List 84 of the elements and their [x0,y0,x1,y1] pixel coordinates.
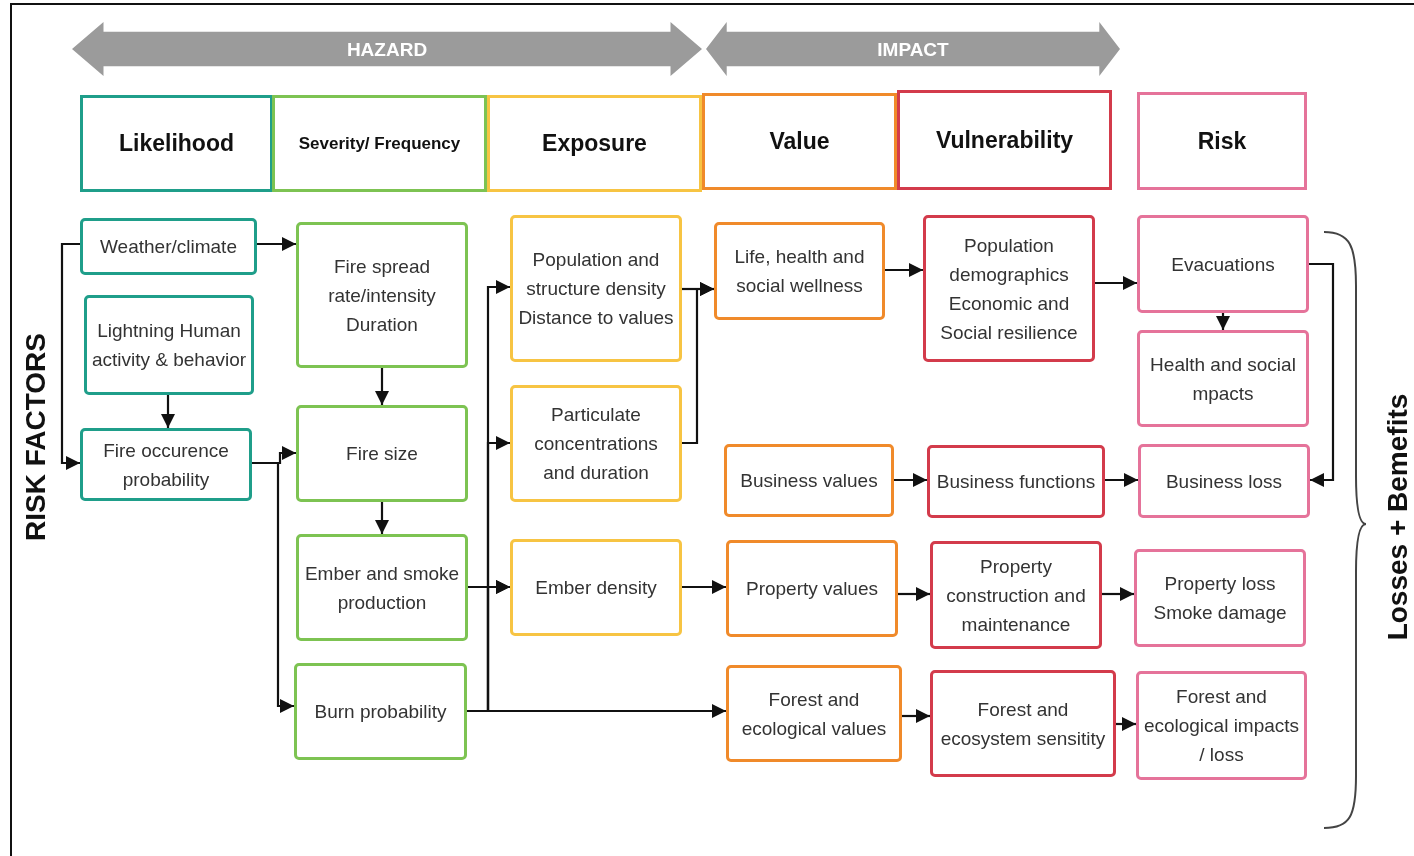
arrow [894,473,927,487]
header-label: Value [768,127,831,156]
box-label: Ember density [534,576,658,600]
process-box [510,215,682,362]
box-label: Population and structure density Distance to values [517,248,675,330]
arrow [682,282,714,445]
box-label: Population demographics Economic and Social resilience [939,233,1079,345]
process-box [930,541,1102,649]
box-label: Business values [739,469,879,493]
box-label: Fire size [345,442,419,466]
process-box [1137,330,1309,427]
column-header [487,95,702,192]
box-label: Particulate concentrations and duration [533,403,659,485]
section-banner [706,22,1120,76]
box-label: Burn probability [313,700,448,724]
box-label: Evacuations [1170,252,1276,277]
process-box [1138,444,1310,518]
column-header [897,90,1112,190]
box-label: Life, health and social wellness [733,245,866,298]
header-label: Risk [1196,126,1248,156]
process-box [714,222,885,320]
column-header [80,95,273,192]
arrow [885,263,923,277]
arrow [682,580,726,594]
process-box [296,405,468,502]
header-label: Exposure [541,129,648,158]
process-box [294,663,467,760]
process-box [296,222,468,368]
section-banner [72,22,702,76]
arrow [161,395,175,428]
process-box [930,670,1116,777]
box-label: Lightning Human activity & behavior [90,319,248,372]
arrow [902,709,930,723]
process-box [296,534,468,641]
column-header [702,93,897,190]
side-label: RISK FACTORS [20,333,52,541]
arrow [468,580,510,594]
process-box [510,385,682,502]
arrow [1095,276,1137,290]
process-box [726,540,898,637]
box-label: Health and social mpacts [1149,352,1297,406]
box-label: Forest and ecological impacts / loss [1142,685,1301,767]
arrow [1216,313,1230,330]
arrow [1309,262,1335,487]
arrow [252,461,294,713]
process-box [1134,549,1306,647]
arrow [257,237,296,251]
box-label: Fire spread rate/intensity Duration [327,254,437,337]
process-box [80,218,257,275]
box-label: Fire occurence probability [102,438,230,492]
process-box [1137,215,1309,313]
process-box [726,665,902,762]
header-label: Likelihood [118,129,235,158]
process-box [1136,671,1307,780]
process-box [923,215,1095,362]
arrow [375,502,389,534]
process-box [80,428,252,501]
arrow [1105,473,1138,487]
box-label: Property construction and maintenance [945,554,1087,637]
arrow [1102,587,1134,601]
header-label: Severity/ Frequency [297,133,462,155]
arrow [898,587,930,601]
section-title: IMPACT [876,37,950,62]
box-label: Property values [745,577,879,601]
arrow [375,368,389,405]
section-title: HAZARD [345,37,429,62]
header-label: Vulnerability [934,125,1075,155]
arrow [1116,717,1136,731]
box-label: Forest and ecological values [740,687,888,741]
box-label: Ember and smoke production [303,561,461,615]
arrow [467,704,726,718]
box-label: Business loss [1164,469,1284,494]
box-label: Property loss Smoke damage [1152,572,1288,625]
process-box [724,444,894,517]
process-box [927,445,1105,518]
box-label: Business functions [935,470,1097,494]
process-box [510,539,682,636]
box-label: Forest and ecosystem sensitity [939,697,1107,751]
process-box [84,295,254,395]
column-header [1137,92,1307,190]
column-header [272,95,487,192]
side-label: Losses + Bemefits [1382,393,1414,641]
box-label: Weather/climate [99,235,238,259]
arrow [60,242,80,470]
